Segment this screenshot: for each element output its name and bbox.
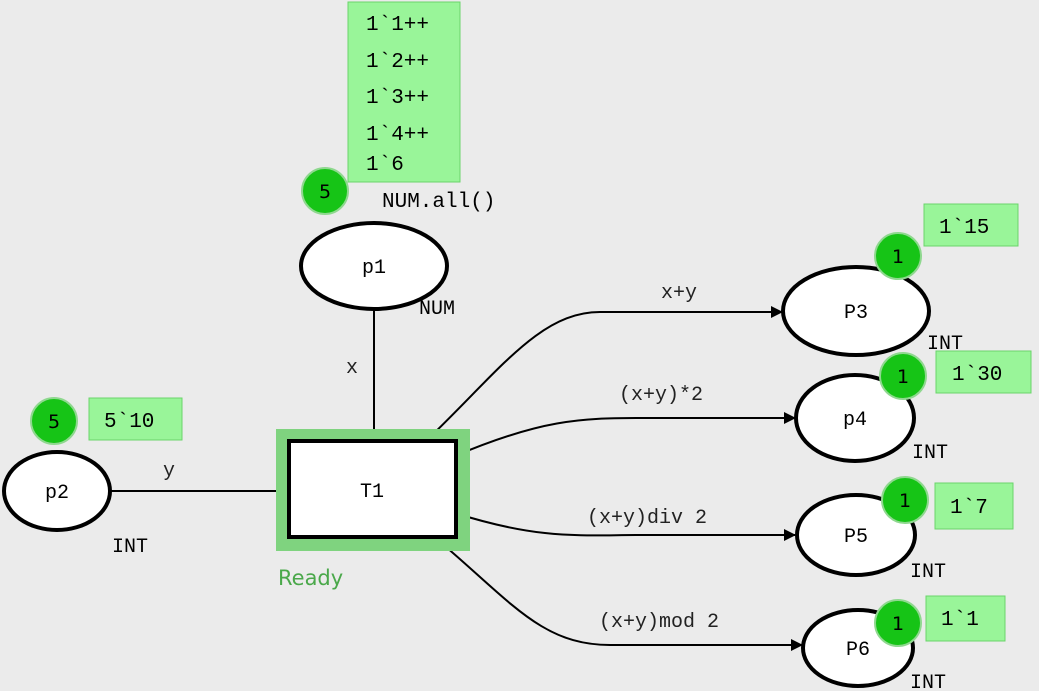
token-count: 5 <box>48 411 60 433</box>
place-p3-type: INT <box>927 333 963 356</box>
place-p3-label: P3 <box>844 302 868 325</box>
place-p6-label: P6 <box>846 639 870 662</box>
place-p5-label: P5 <box>844 526 868 549</box>
marking-line: 1`30 <box>952 364 1002 387</box>
arc-label-mod[interactable]: (x+y)mod 2 <box>599 611 719 634</box>
transition-label: T1 <box>360 481 384 504</box>
marking-line: 1`3++ <box>366 87 429 110</box>
arc-t1-p6[interactable] <box>431 534 803 651</box>
place-p2[interactable]: p2 INT 5 5`10 <box>2 397 183 559</box>
marking-box <box>935 350 1032 394</box>
place-p6-type: INT <box>910 672 946 691</box>
place-p4[interactable]: p4 INT 1 1`30 <box>794 350 1032 465</box>
token-count: 1 <box>892 246 904 268</box>
marking-box <box>934 482 1014 530</box>
marking-box <box>347 1 461 183</box>
marking-line: 1`4++ <box>366 124 429 147</box>
arc-label-x[interactable]: x <box>346 357 358 380</box>
transition-box[interactable] <box>287 439 458 539</box>
marking-line: 1`2++ <box>366 51 429 74</box>
arc-label-double[interactable]: (x+y)*2 <box>619 384 703 407</box>
place-p2-label: p2 <box>45 482 69 505</box>
token-count: 1 <box>897 366 909 388</box>
place-p1-ellipse[interactable] <box>299 221 449 311</box>
place-p3[interactable]: P3 INT 1 1`15 <box>781 203 1019 357</box>
arc-label-sum[interactable]: x+y <box>661 282 697 305</box>
arc-label-div[interactable]: (x+y)div 2 <box>587 507 707 530</box>
arc-label-y[interactable]: y <box>163 460 175 483</box>
place-p4-type: INT <box>912 442 948 465</box>
transition-t1[interactable]: T1 Ready <box>276 429 470 590</box>
place-p6[interactable]: P6 INT 1 1`1 <box>801 595 1006 691</box>
arc-t1-p3[interactable] <box>426 306 783 441</box>
arcs <box>111 306 803 651</box>
marking-line: 1`1++ <box>366 14 429 37</box>
token-count-bubble <box>874 599 922 647</box>
token-count-bubble <box>30 397 78 445</box>
arc-inscriptions: x y x+y (x+y)*2 (x+y)div 2 (x+y)mod 2 <box>163 282 719 634</box>
marking-box <box>88 397 183 441</box>
token-count-bubble <box>879 352 927 400</box>
place-p1[interactable]: p1 NUM NUM.all() 5 1`1++ 1`2++ 1`3++ 1`4… <box>299 1 495 321</box>
place-p1-initial-marking: NUM.all() <box>382 191 495 214</box>
token-count: 1 <box>892 613 904 635</box>
marking-line: 1`1 <box>941 609 979 632</box>
place-p3-ellipse[interactable] <box>781 265 931 357</box>
arc-t1-p5[interactable] <box>454 512 796 541</box>
token-count: 1 <box>899 490 911 512</box>
transition-status: Ready <box>278 566 343 590</box>
place-p4-label: p4 <box>843 409 867 432</box>
place-p4-ellipse[interactable] <box>794 373 916 463</box>
place-p5[interactable]: P5 INT 1 1`7 <box>795 476 1014 584</box>
place-p5-ellipse[interactable] <box>795 493 917 577</box>
place-p1-label: p1 <box>362 257 386 280</box>
place-p2-ellipse[interactable] <box>2 450 112 532</box>
token-count-bubble <box>881 476 929 524</box>
token-count-bubble <box>874 232 922 280</box>
marking-line: 1`6 <box>366 154 404 177</box>
marking-line: 1`7 <box>950 497 988 520</box>
marking-box <box>923 203 1019 247</box>
place-p2-type: INT <box>112 536 148 559</box>
token-count: 5 <box>319 181 331 203</box>
place-p5-type: INT <box>910 561 946 584</box>
place-p1-type: NUM <box>419 298 455 321</box>
marking-box <box>925 595 1006 642</box>
arc-t1-p4[interactable] <box>454 412 796 457</box>
token-count-bubble <box>301 167 349 215</box>
marking-line: 1`15 <box>939 217 989 240</box>
marking-line: 5`10 <box>104 411 154 434</box>
